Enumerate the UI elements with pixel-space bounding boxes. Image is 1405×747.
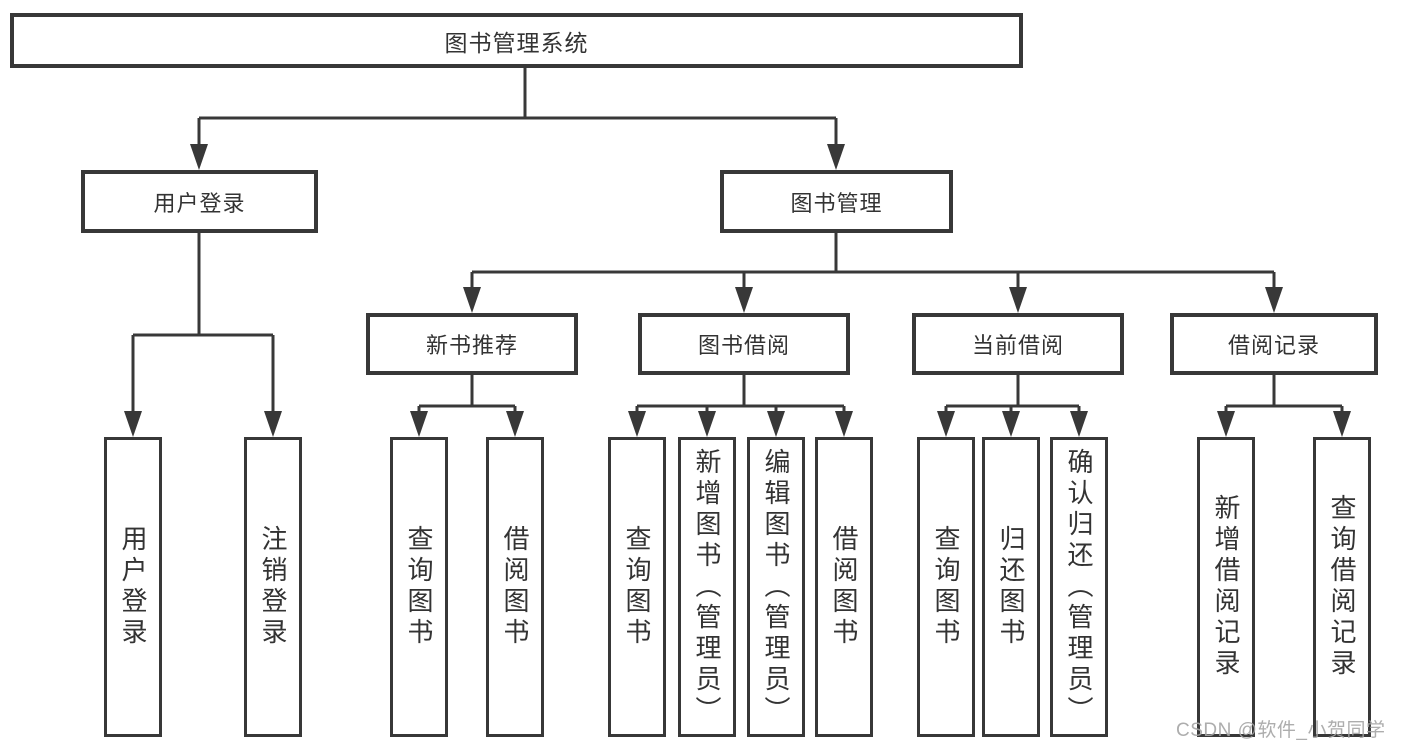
node-label: 归还图书 <box>996 525 1026 649</box>
node-book-borrowing: 图书借阅 <box>638 313 850 375</box>
node-label: 用户登录 <box>118 525 148 649</box>
node-label: 查询图书 <box>404 525 434 649</box>
leaf-edit-book-admin: 编辑图书（管理员） <box>747 437 805 737</box>
node-book-management: 图书管理 <box>720 170 953 233</box>
leaf-add-borrow-record: 新增借阅记录 <box>1197 437 1255 737</box>
node-label: 图书借阅 <box>697 333 790 358</box>
arrowheads <box>124 144 1351 437</box>
leaf-borrowing-query-books: 查询图书 <box>608 437 666 737</box>
node-label: 借阅图书 <box>829 525 859 649</box>
leaf-recommend-query-books: 查询图书 <box>390 437 448 737</box>
node-label: 当前借阅 <box>971 333 1064 358</box>
leaf-confirm-return-admin: 确认归还（管理员） <box>1050 437 1108 737</box>
leaf-add-book-admin: 新增图书（管理员） <box>678 437 736 737</box>
csdn-watermark: CSDN @软件_小贺同学 <box>1176 720 1386 741</box>
node-new-book-recommend: 新书推荐 <box>366 313 578 375</box>
leaf-recommend-borrow-books: 借阅图书 <box>486 437 544 737</box>
node-root-system: 图书管理系统 <box>10 13 1023 68</box>
node-label: 新书推荐 <box>425 333 518 358</box>
leaf-logout: 注销登录 <box>244 437 302 737</box>
leaf-query-borrow-record: 查询借阅记录 <box>1313 437 1371 737</box>
node-label: 确认归还（管理员） <box>1064 447 1094 727</box>
node-user-login: 用户登录 <box>81 170 318 233</box>
leaf-return-book: 归还图书 <box>982 437 1040 737</box>
leaf-borrowing-borrow-books: 借阅图书 <box>815 437 873 737</box>
node-label: 查询图书 <box>931 525 961 649</box>
node-label: 借阅记录 <box>1227 333 1320 358</box>
node-label: 查询借阅记录 <box>1327 494 1357 680</box>
node-label: 注销登录 <box>258 525 288 649</box>
node-label: 图书管理系统 <box>444 29 589 56</box>
node-label: 查询图书 <box>622 525 652 649</box>
node-current-borrowing: 当前借阅 <box>912 313 1124 375</box>
node-label: 借阅图书 <box>500 525 530 649</box>
node-label: 新增图书（管理员） <box>692 447 722 727</box>
node-borrowing-records: 借阅记录 <box>1170 313 1378 375</box>
leaf-user-login: 用户登录 <box>104 437 162 737</box>
node-label: 图书管理 <box>790 190 883 216</box>
node-label: 编辑图书（管理员） <box>761 447 791 727</box>
node-label: 新增借阅记录 <box>1211 494 1241 680</box>
leaf-current-query-books: 查询图书 <box>917 437 975 737</box>
node-label: 用户登录 <box>153 190 246 216</box>
